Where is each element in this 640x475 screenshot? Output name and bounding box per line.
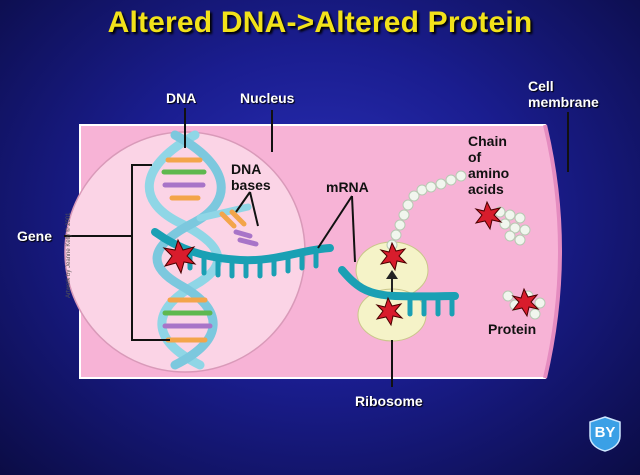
mutation-star-chain	[474, 200, 503, 231]
artwork-credit: Artwork by Jeanne Kelly © 2001	[66, 212, 72, 298]
amino-acid-chain	[386, 170, 467, 251]
label-chain-1: Chain	[468, 133, 507, 149]
leader-lines	[64, 108, 569, 387]
label-chain-3: amino	[468, 165, 510, 181]
label-nucleus: Nucleus	[240, 90, 295, 106]
label-cell-membrane-1: Cell	[528, 78, 554, 94]
unwound-bases	[196, 203, 259, 247]
label-chain-2: of	[468, 149, 482, 165]
dna-strand-b	[152, 130, 226, 370]
by-logo-icon: BY	[588, 416, 622, 452]
translation-arrowhead	[386, 270, 398, 279]
label-chain-4: acids	[468, 181, 504, 197]
mutation-star-protein	[511, 287, 540, 318]
label-protein: Protein	[488, 321, 537, 337]
label-cell-membrane-2: membrane	[528, 94, 599, 110]
label-dna: DNA	[166, 90, 197, 106]
mutation-star-ribosome-top	[379, 241, 408, 272]
label-ribosome: Ribosome	[355, 393, 423, 409]
dna-base-rungs	[161, 157, 213, 343]
dna-strand-a	[144, 130, 223, 370]
label-dna-bases-2: bases	[231, 177, 271, 193]
mrna-ribosome-teeth	[407, 295, 455, 317]
page-title: Altered DNA->Altered Protein	[107, 6, 533, 39]
mutation-star-ribosome-bottom	[375, 296, 404, 327]
label-gene: Gene	[17, 228, 53, 244]
label-mrna: mRNA	[326, 179, 369, 195]
mutation-star-dna	[162, 238, 197, 275]
cell-membrane-edge	[543, 124, 562, 379]
logo-text: BY	[594, 424, 616, 441]
label-dna-bases-1: DNA	[231, 161, 262, 177]
